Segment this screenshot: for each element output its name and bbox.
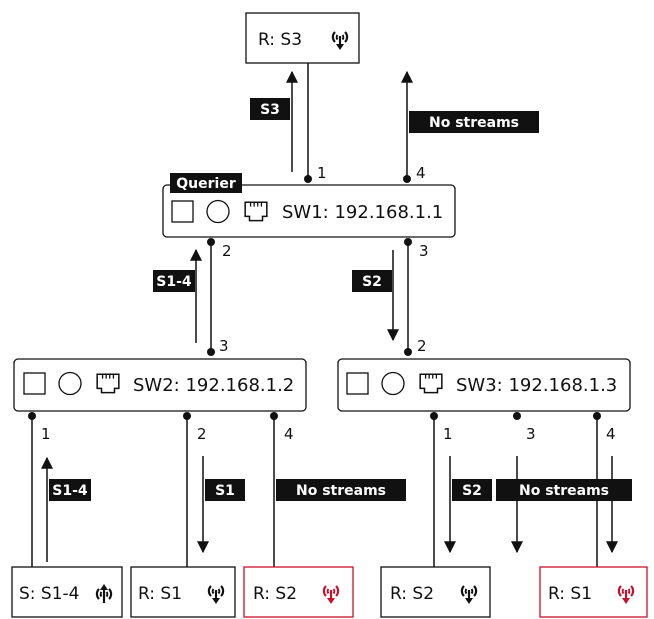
endpoint-label: R: S1 [138, 584, 182, 604]
endpoint-label: R: S2 [390, 584, 434, 604]
port-dot [304, 175, 312, 183]
sw2-box [13, 358, 307, 412]
switch-sw2: SW2: 192.168.1.2 [13, 358, 307, 412]
port-dot [513, 412, 521, 420]
port-label: 3 [419, 242, 429, 260]
stream-label-s1-4-upper: S1-4 [153, 270, 195, 292]
port-label: 4 [416, 164, 426, 182]
stream-label-s1: S1 [205, 479, 245, 501]
endpoint-receiver-s2-highlight: R: S2 [243, 566, 354, 618]
endpoint-label: R: S1 [548, 584, 592, 604]
stream-label-no-streams-sw3: No streams [496, 479, 632, 501]
port-label: 3 [219, 337, 229, 355]
port-label: 4 [606, 425, 616, 443]
port-dot [403, 175, 411, 183]
circle-icon [58, 371, 82, 396]
circle-icon [206, 199, 230, 224]
port-dot [207, 348, 215, 356]
port-label: 2 [222, 242, 232, 260]
endpoint-label: R: S2 [253, 584, 297, 604]
svg-text:S1-4: S1-4 [52, 483, 88, 499]
svg-text:No streams: No streams [519, 483, 609, 499]
sw3-label: SW3: 192.168.1.3 [456, 375, 617, 396]
sw3-box [337, 358, 631, 412]
square-icon [171, 200, 194, 223]
svg-text:S1: S1 [215, 483, 235, 499]
top-receiver: R: S3 [245, 12, 360, 64]
circle-icon [381, 371, 405, 396]
port-label: 1 [41, 425, 51, 443]
endpoint-receiver-s1-highlight: R: S1 [539, 566, 648, 618]
sw2-label: SW2: 192.168.1.2 [133, 375, 294, 396]
stream-label-no-streams-sw2: No streams [276, 479, 406, 501]
square-icon [23, 372, 46, 395]
stream-label-s1-4-lower: S1-4 [49, 479, 91, 501]
endpoint-receiver-s2: R: S2 [380, 566, 491, 618]
svg-text:Querier: Querier [176, 176, 236, 192]
svg-text:No streams: No streams [296, 483, 386, 499]
stream-label-s2-upper: S2 [352, 270, 392, 292]
port-label: 4 [284, 425, 294, 443]
svg-text:No streams: No streams [429, 115, 519, 131]
stream-label-no-streams-sw1: No streams [409, 111, 539, 133]
querier-badge: Querier [170, 173, 242, 193]
endpoint-receiver-s1: R: S1 [130, 566, 236, 618]
port-label: 2 [197, 425, 207, 443]
square-icon [346, 372, 369, 395]
switch-sw1: SW1: 192.168.1.1 [162, 184, 456, 238]
svg-text:S2: S2 [362, 274, 382, 290]
sw1-label: SW1: 192.168.1.1 [282, 202, 443, 223]
port-label: 3 [526, 425, 536, 443]
endpoint-sender-s1-4: S: S1-4 [11, 566, 123, 618]
stream-label-s3: S3 [250, 98, 290, 120]
endpoint-label: S: S1-4 [19, 584, 79, 604]
svg-text:S1-4: S1-4 [156, 274, 192, 290]
port-label: 1 [443, 425, 453, 443]
stream-label-s2-lower: S2 [452, 479, 492, 501]
svg-text:S2: S2 [462, 483, 482, 499]
top-receiver-label: R: S3 [258, 30, 302, 50]
port-label: 1 [317, 164, 327, 182]
switch-sw3: SW3: 192.168.1.3 [337, 358, 631, 412]
port-dot [404, 348, 412, 356]
svg-text:S3: S3 [260, 102, 280, 118]
port-label: 2 [417, 337, 427, 355]
sw1-box [162, 184, 456, 238]
